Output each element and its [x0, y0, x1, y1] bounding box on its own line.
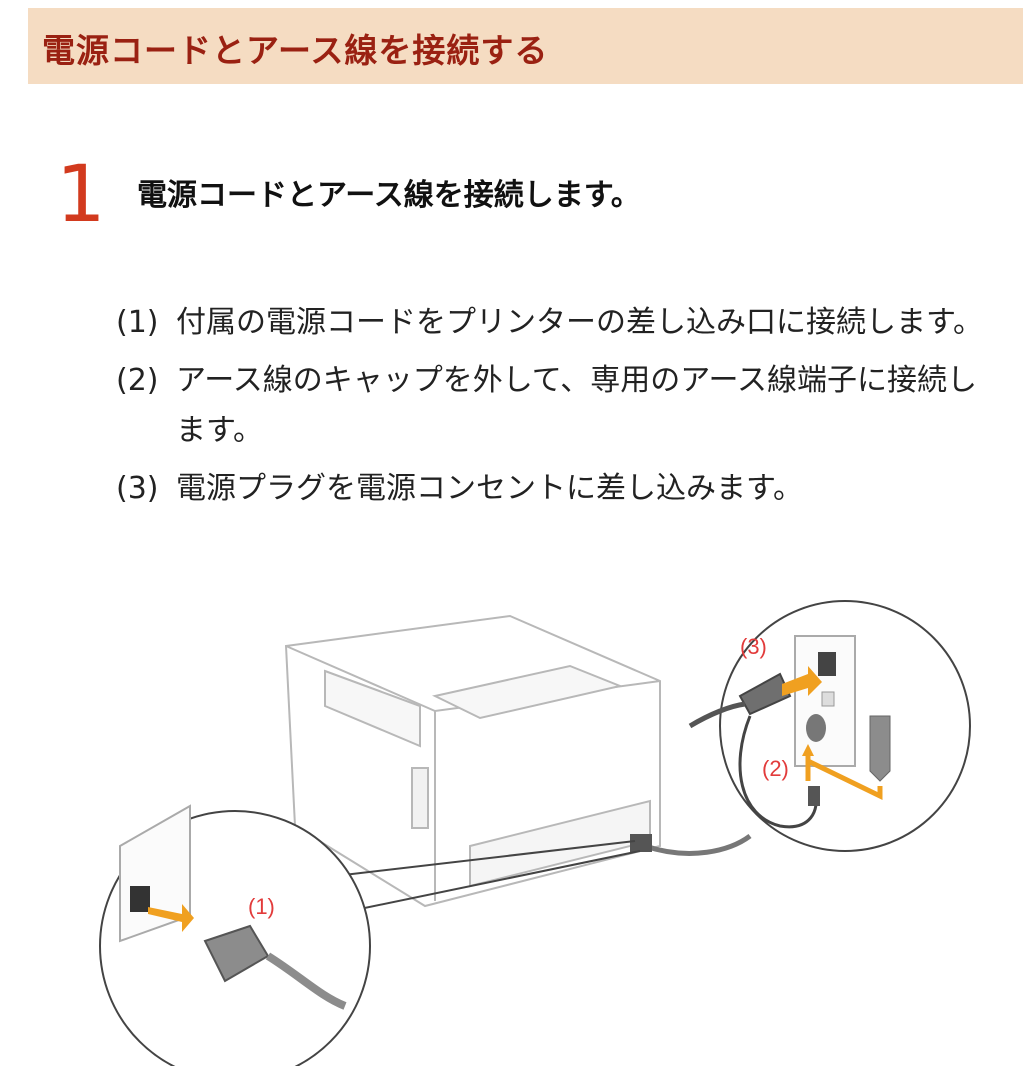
zoom-circle-inlet: (1): [99, 804, 371, 1066]
callout-2: (2): [762, 756, 789, 781]
substep-text: 電源プラグを電源コンセントに差し込みます。: [176, 471, 803, 506]
substep-number: (2): [116, 363, 159, 398]
substep-text: 付属の電源コードをプリンターの差し込み口に接続します。: [176, 305, 983, 340]
ground-terminal-icon: [806, 714, 826, 742]
substep-list: (1) 付属の電源コードをプリンターの差し込み口に接続します。 (2) アース線…: [116, 298, 996, 522]
section-header: 電源コードとアース線を接続する: [28, 8, 1023, 84]
step-heading: 電源コードとアース線を接続します。: [137, 178, 641, 213]
substep-number: (3): [116, 471, 159, 506]
leader-lines: [334, 840, 641, 912]
substep-item: (2) アース線のキャップを外して、専用のアース線端子に接続します。: [116, 356, 996, 456]
step-number: 1: [56, 150, 106, 240]
substep-text: アース線のキャップを外して、専用のアース線端子に接続します。: [176, 363, 977, 448]
wall-plug-icon: [738, 672, 792, 716]
ground-cap-icon: [869, 715, 891, 782]
substep-item: (3) 電源プラグを電源コンセントに差し込みます。: [116, 464, 996, 514]
callout-1: (1): [248, 894, 275, 919]
printer-connection-illustration: (1) (3) (2): [99, 600, 971, 1066]
page-title: 電源コードとアース線を接続する: [42, 31, 549, 70]
plug-in-arrow-icon: [782, 666, 822, 696]
substep-item: (1) 付属の電源コードをプリンターの差し込み口に接続します。: [116, 298, 996, 348]
power-cord: [644, 833, 752, 856]
callout-3: (3): [740, 634, 767, 659]
zoom-circle-outlet: (3) (2): [688, 600, 971, 852]
cord-plug-connector: [630, 834, 652, 852]
printer-icon: [284, 614, 661, 908]
substep-number: (1): [116, 305, 159, 340]
insert-arrow-icon: [148, 904, 194, 932]
